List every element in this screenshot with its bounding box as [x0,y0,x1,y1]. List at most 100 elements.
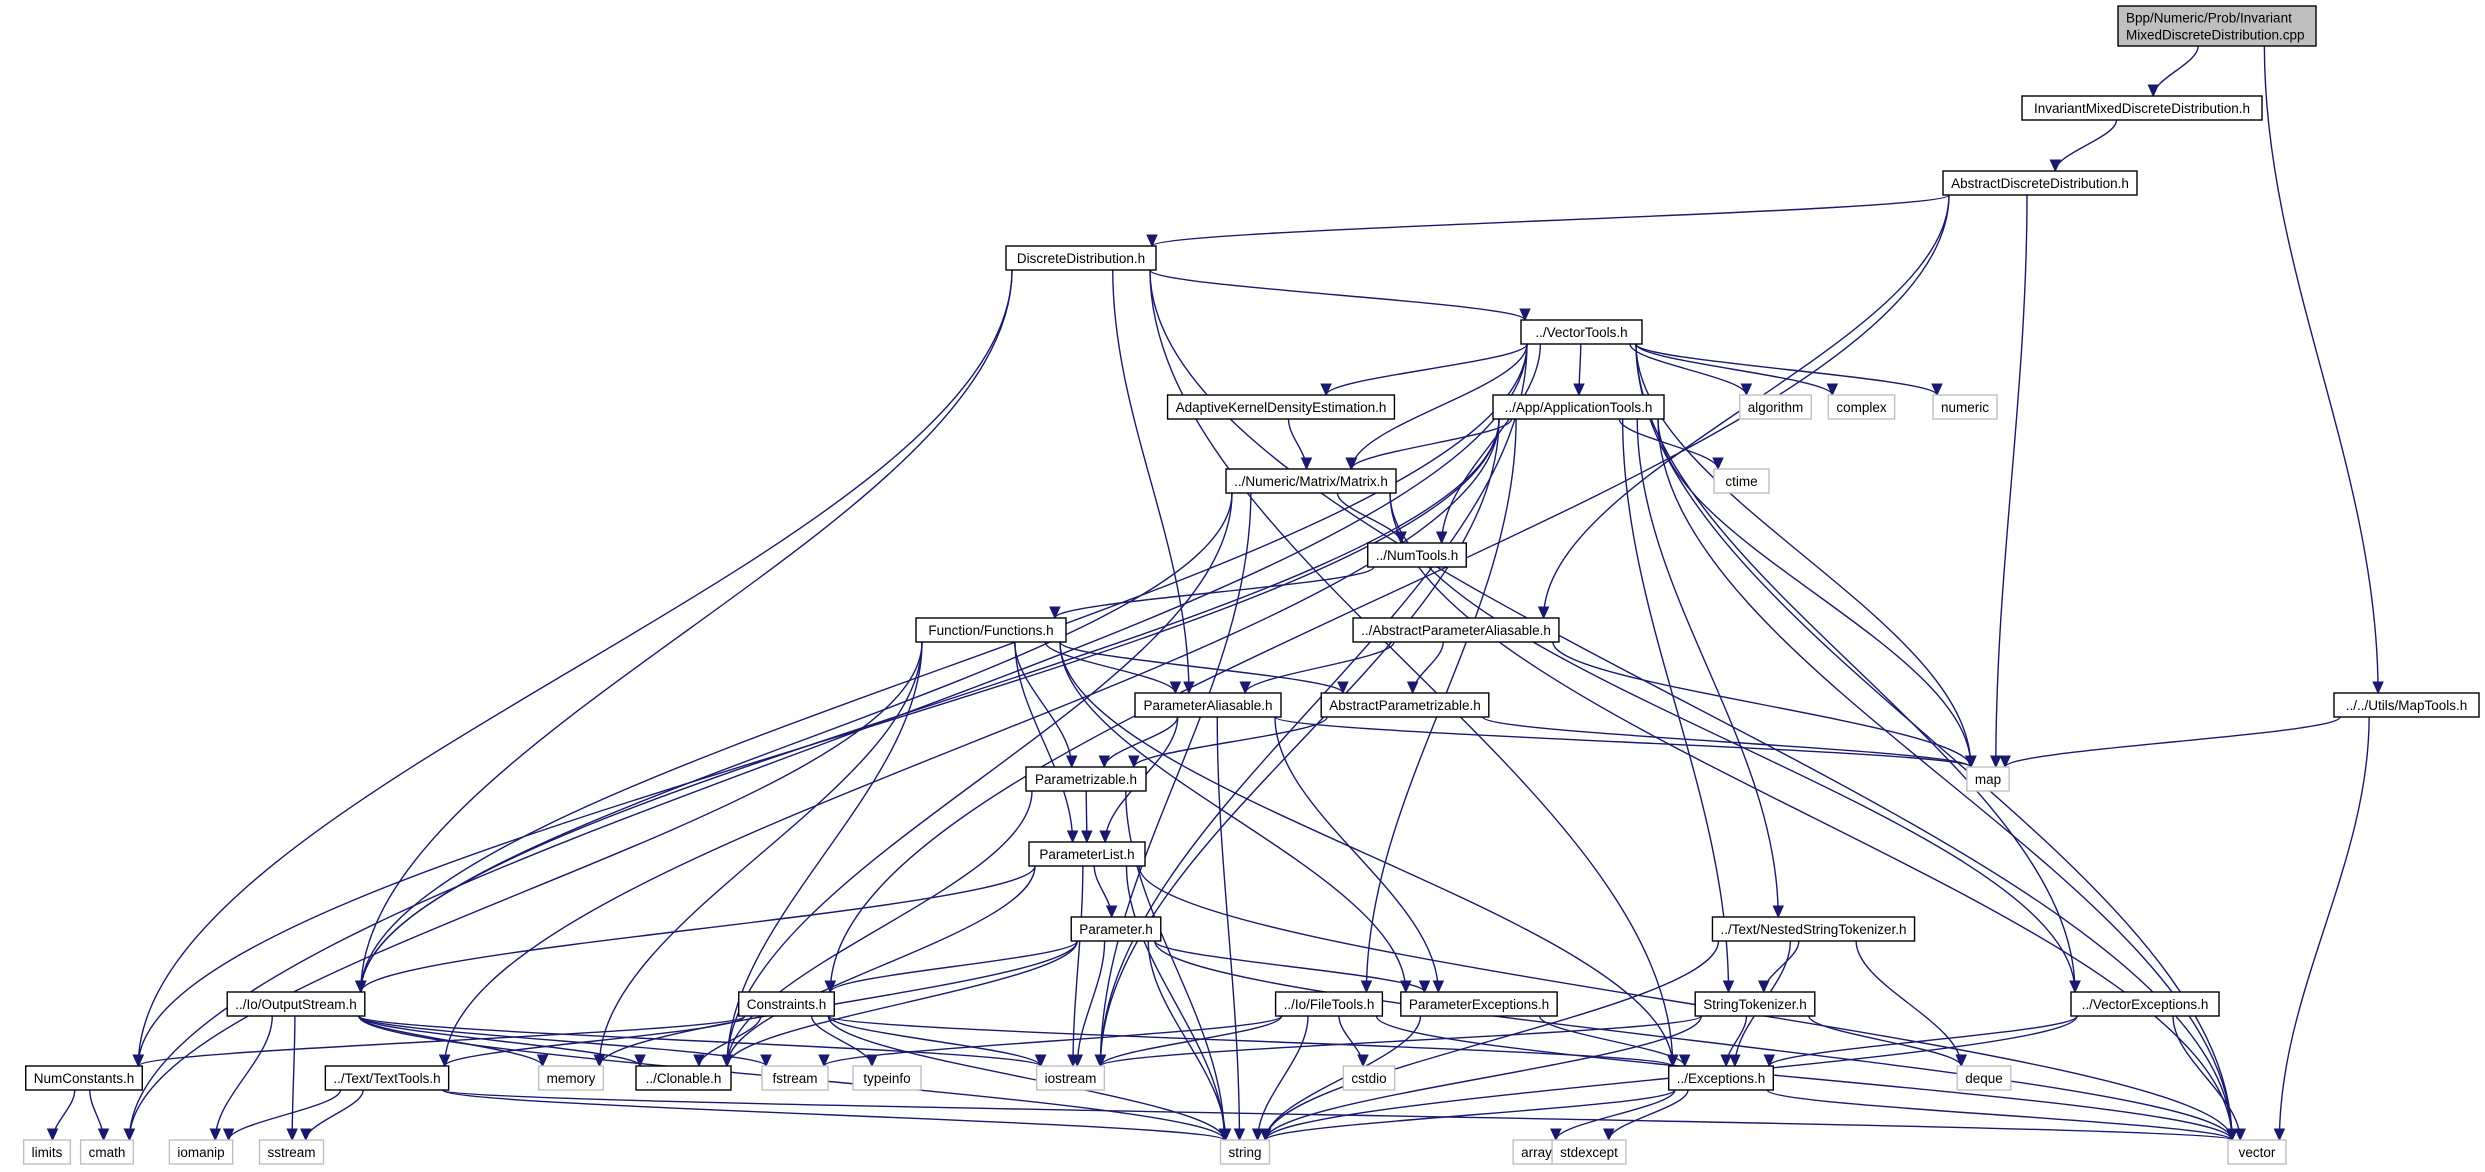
node-maptools[interactable]: ../../Utils/MapTools.h [2333,692,2480,718]
node-apptools[interactable]: ../App/ApplicationTools.h [1492,394,1665,420]
node-label: NumConstants.h [34,1071,135,1086]
node-label: ParameterAliasable.h [1143,698,1272,713]
edge-imdd-to-add [2054,119,2118,172]
arrowhead-icon [222,1128,235,1142]
arrowhead-icon [2147,84,2160,98]
node-sstream: sstream [258,1139,325,1165]
node-label: ../Io/FileTools.h [1284,997,1375,1012]
node-ap[interactable]: AbstractParametrizable.h [1320,692,1490,718]
node-label: Function/Functions.h [928,623,1053,638]
arrowhead-icon [1360,980,1373,994]
edge-ostream-to-iostream [358,1015,1042,1067]
node-apa[interactable]: ../AbstractParameterAliasable.h [1352,617,1560,643]
node-numconst[interactable]: NumConstants.h [25,1065,143,1091]
node-stok[interactable]: StringTokenizer.h [1694,991,1816,1017]
node-parametrizable[interactable]: Parametrizable.h [1025,766,1147,792]
node-box [1668,1065,1774,1091]
edge-ostream-to-iomanip [214,1015,273,1141]
node-box [25,1065,143,1091]
edge-apptools-to-matrix [1350,418,1513,470]
node-label: cmath [89,1145,126,1160]
arrowhead-icon [1990,755,2002,769]
node-functions[interactable]: Function/Functions.h [915,617,1067,643]
node-add[interactable]: AbstractDiscreteDistribution.h [1942,170,2138,196]
arrowhead-icon [2226,1128,2238,1142]
node-box [738,991,835,1017]
node-pexc[interactable]: ParameterExceptions.h [1400,991,1558,1017]
node-label: string [1228,1145,1261,1160]
arrowhead-icon [593,1054,606,1068]
node-label: ParameterList.h [1039,847,1134,862]
node-exceptions[interactable]: ../Exceptions.h [1668,1065,1774,1091]
arrowhead-icon [1049,606,1061,620]
node-plist[interactable]: ParameterList.h [1028,841,1146,867]
edge-maptools-to-map [2004,716,2341,768]
arrowhead-icon [1955,1054,1968,1068]
edge-ostream-to-clonable [358,1015,641,1067]
node-label: Parameter.h [1079,922,1153,937]
node-pa[interactable]: ParameterAliasable.h [1134,692,1282,718]
node-filetools[interactable]: ../Io/FileTools.h [1274,991,1384,1017]
arrowhead-icon [2273,1128,2286,1142]
node-label: memory [547,1071,596,1086]
edge-root-to-imdd [2152,45,2199,97]
node-box [1320,692,1490,718]
node-dd[interactable]: DiscreteDistribution.h [1005,245,1157,271]
arrowhead-icon [1435,531,1448,545]
node-box [79,1139,135,1165]
edge-nst-to-deque [1855,940,1962,1067]
node-box [635,1065,732,1091]
node-algorithm: algorithm [1739,394,1812,420]
edge-plist-to-clonable [726,865,1036,1067]
node-label: InvariantMixedDiscreteDistribution.h [2034,101,2250,116]
edge-constraints-to-string [827,1015,1226,1141]
node-clonable[interactable]: ../Clonable.h [635,1065,732,1091]
edge-plist-to-vector [1138,865,2233,1141]
edge-apptools-to-numconst [137,418,1500,1067]
node-box [168,1139,234,1165]
edge-matrix-to-vector [1389,492,2233,1141]
edge-parameter-to-constraints [829,940,1078,993]
edge-pa-to-string [1216,716,1241,1141]
node-ostream[interactable]: ../Io/OutputStream.h [226,991,366,1017]
node-label: iomanip [177,1145,224,1160]
arrowhead-icon [1320,383,1332,397]
arrowhead-icon [1239,681,1251,695]
node-imdd[interactable]: InvariantMixedDiscreteDistribution.h [2021,95,2263,121]
node-parameter[interactable]: Parameter.h [1070,916,1162,942]
node-numtools[interactable]: ../NumTools.h [1367,542,1467,568]
node-box [1166,394,1396,420]
arrowhead-icon [1146,234,1158,248]
edge-constraints-to-exceptions [827,1015,1674,1067]
node-matrix[interactable]: ../Numeric/Matrix/Matrix.h [1225,468,1397,494]
edge-functions-to-pa [1044,641,1177,694]
node-box [1966,766,2010,792]
node-label: ctime [1725,474,1757,489]
node-box [2117,5,2317,47]
node-constraints[interactable]: Constraints.h [738,991,835,1017]
edge-matrix-to-ostream [360,492,1233,993]
node-texttools[interactable]: ../Text/TextTools.h [324,1065,450,1091]
edge-functions-to-exceptions [1059,641,1674,1067]
edge-vt-to-cmath [128,343,1528,1141]
node-akde[interactable]: AdaptiveKernelDensityEstimation.h [1166,394,1396,420]
node-box [1025,766,1147,792]
edge-constraints-to-numconst [137,1015,746,1067]
edge-ap-to-map [1482,716,1972,768]
edge-functions-to-pexc [1059,641,1407,993]
edge-functions-to-memory [598,641,923,1067]
node-vt[interactable]: ../VectorTools.h [1520,319,1643,345]
node-memory: memory [537,1065,605,1091]
node-vexc[interactable]: ../VectorExceptions.h [2070,991,2220,1017]
arrowhead-icon [1931,383,1943,397]
node-ctime: ctime [1713,468,1770,494]
node-label: DiscreteDistribution.h [1017,251,1145,266]
edge-stok-to-iostream [1099,1015,1702,1067]
node-nst[interactable]: ../Text/NestedStringTokenizer.h [1711,916,1916,942]
arrowhead-icon [1537,606,1550,620]
node-label: complex [1836,400,1887,415]
edge-vt-to-akde [1325,343,1528,396]
arrowhead-icon [1066,830,1079,844]
edge-nst-to-string [1264,940,1720,1141]
node-root[interactable]: Bpp/Numeric/Prob/InvariantMixedDiscreteD… [2117,5,2317,47]
